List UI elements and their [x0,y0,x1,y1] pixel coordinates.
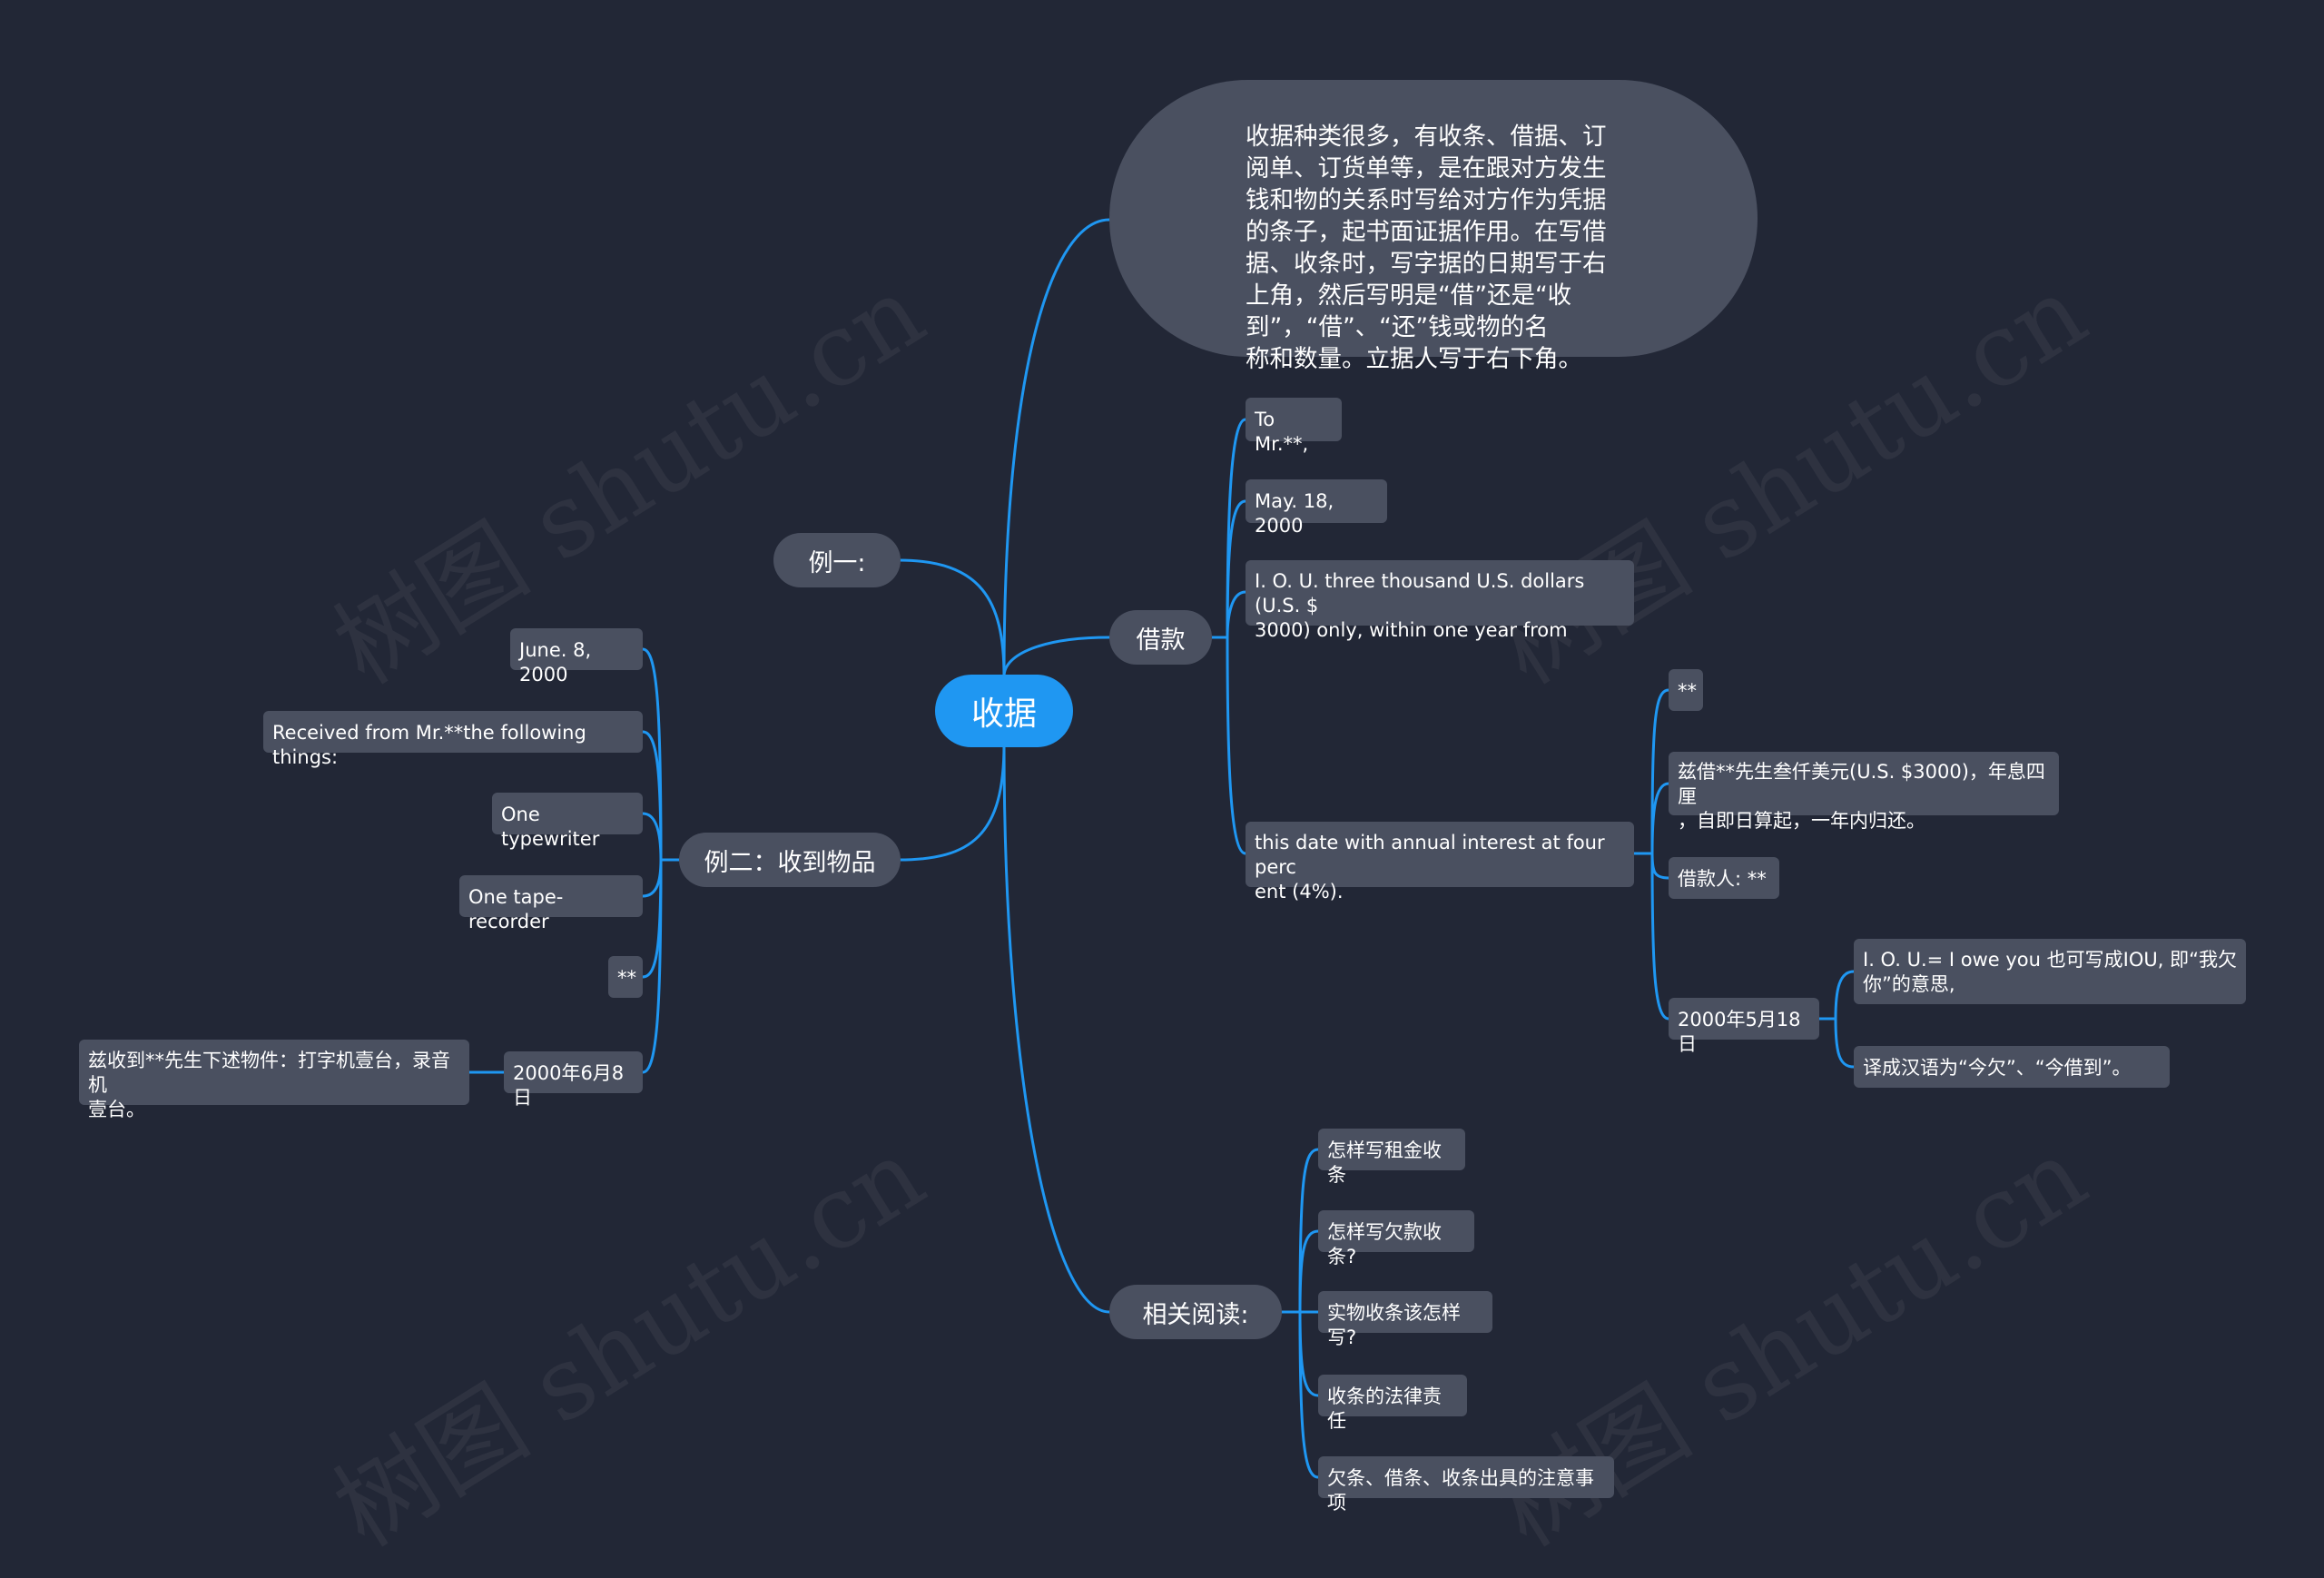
loan-item-date[interactable]: May. 18, 2000 [1246,479,1387,537]
description-line: 的条子，起书面证据作用。在写借 [1246,218,1607,246]
loan-item-interest-line: this date with annual interest at four p… [1255,832,1605,878]
loan-sub-note1-line: 你”的意思, [1863,973,1955,995]
loan-node[interactable]: 借款 [1109,610,1212,665]
loan-item-iou-line: I. O. U. three thousand U.S. dollars (U.… [1255,570,1585,616]
example2-translation[interactable]: 兹收到**先生下述物件：打字机壹台，录音机 壹台。 [79,1040,469,1120]
description-line: 到”，“借”、“还”钱或物的名 [1246,313,1549,341]
example2-typewriter[interactable]: One typewriter [492,793,643,850]
example2-recorder[interactable]: One tape-recorder [459,875,643,932]
related-item[interactable]: 怎样写欠款收条? [1318,1210,1474,1267]
example2-node[interactable]: 例二：收到物品 [679,833,901,887]
loan-item-iou[interactable]: I. O. U. three thousand U.S. dollars (U.… [1246,560,1634,641]
related-item[interactable]: 实物收条该怎样写? [1318,1291,1492,1348]
example2-translation-line: 兹收到**先生下述物件：打字机壹台，录音机 [88,1050,450,1096]
loan-item-interest-line: ent (4%). [1255,881,1344,902]
loan-item-iou-line: 3000) only, within one year from [1255,619,1568,641]
connector-root-loan [1002,636,1111,678]
connector-root-related [1002,743,1111,1314]
connector-root-example1 [897,558,1006,678]
loan-item-to[interactable]: To Mr.**, [1246,398,1342,455]
loan-sub-stars[interactable]: ** [1669,669,1703,711]
loan-sub-note1-line: I. O. U.= I owe you 也可写成IOU, 即“我欠 [1863,949,2237,971]
loan-sub-translation-line: 兹借**先生叁仟美元(U.S. $3000)，年息四厘 [1678,761,2045,807]
related-item[interactable]: 欠条、借条、收条出具的注意事项 [1318,1456,1614,1514]
related-item[interactable]: 收条的法律责任 [1318,1375,1467,1432]
description-line: 上角，然后写明是“借”还是“收 [1246,281,1572,310]
description-line: 称和数量。立据人写于右下角。 [1246,345,1582,373]
example2-stars[interactable]: ** [608,956,643,998]
related-item[interactable]: 怎样写租金收条 [1318,1129,1465,1186]
root-node[interactable]: 收据 [935,675,1073,747]
loan-sub-translation[interactable]: 兹借**先生叁仟美元(U.S. $3000)，年息四厘 ，自即日算起，一年内归还… [1669,752,2059,832]
description-line: 据、收条时，写字据的日期写于右 [1246,250,1607,278]
loan-sub-translation-line: ，自即日算起，一年内归还。 [1678,810,1925,832]
loan-sub-date[interactable]: 2000年5月18日 [1669,998,1819,1055]
connector-root-example2 [897,743,1006,862]
example2-received[interactable]: Received from Mr.**the following things: [263,711,643,768]
description-line: 阅单、订货单等，是在跟对方发生 [1246,154,1607,182]
example2-date-cn[interactable]: 2000年6月8日 [504,1051,643,1109]
loan-sub-note2[interactable]: 译成汉语为“今欠”、“今借到”。 [1854,1046,2170,1088]
example1-node[interactable]: 例一: [773,533,901,587]
loan-item-interest[interactable]: this date with annual interest at four p… [1246,822,1634,902]
description-line: 收据种类很多，有收条、借据、订 [1246,123,1607,151]
description-line: 钱和物的关系时写给对方作为凭据 [1246,186,1607,214]
connector-root-description [1002,218,1111,678]
example2-date-en[interactable]: June. 8, 2000 [510,628,643,685]
example2-translation-line: 壹台。 [88,1099,145,1120]
description-node[interactable]: 收据种类很多，有收条、借据、订 阅单、订货单等，是在跟对方发生 钱和物的关系时写… [1109,80,1758,373]
related-node[interactable]: 相关阅读: [1109,1285,1282,1339]
loan-sub-borrower[interactable]: 借款人: ** [1669,857,1779,899]
loan-sub-note1[interactable]: I. O. U.= I owe you 也可写成IOU, 即“我欠 你”的意思, [1854,939,2246,1004]
